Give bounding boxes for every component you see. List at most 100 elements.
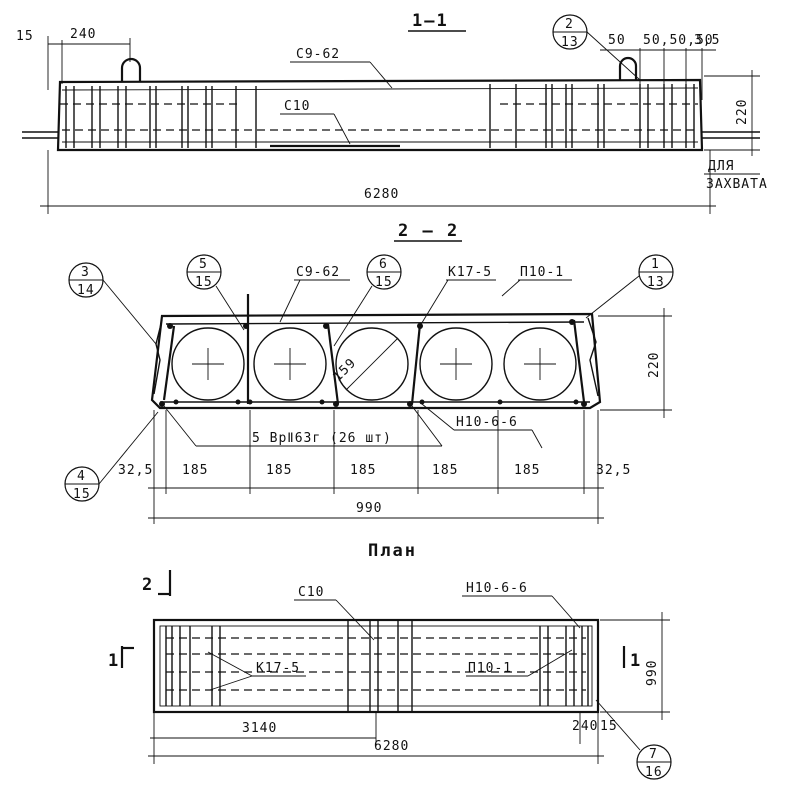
dim-15-top: 15 bbox=[16, 29, 34, 44]
void-5 bbox=[503, 327, 577, 401]
svg-text:5: 5 bbox=[199, 257, 208, 272]
void-3 bbox=[335, 327, 409, 401]
dim-185-2: 185 bbox=[266, 463, 292, 478]
rebar-dots bbox=[159, 319, 587, 407]
side-key-left bbox=[153, 319, 163, 395]
dim-185-4: 185 bbox=[432, 463, 458, 478]
section-2-2-title: 2 – 2 bbox=[398, 221, 459, 241]
svg-text:3: 3 bbox=[81, 265, 90, 280]
section-mark-2: 2 bbox=[142, 575, 154, 595]
dim-185-1: 185 bbox=[182, 463, 208, 478]
callout-bottom: 13 bbox=[561, 35, 579, 50]
leader bbox=[551, 595, 581, 629]
plan-frames-right bbox=[539, 626, 589, 706]
label-p10-1-section: П10-1 bbox=[520, 265, 564, 280]
dim-ext-lines bbox=[153, 410, 599, 524]
leader bbox=[531, 429, 543, 449]
callout-6-15: 6 15 bbox=[333, 254, 402, 347]
leader bbox=[527, 649, 573, 677]
frames-left bbox=[65, 86, 257, 148]
plan-inner bbox=[159, 625, 593, 707]
callout-5-15: 5 15 bbox=[186, 254, 245, 331]
label-rebar-spec: 5 ВрⅡ63г (26 шт) bbox=[252, 431, 392, 446]
dim-32-5-left: 32,5 bbox=[118, 463, 153, 478]
label-zahvata: ЗАХВАТА bbox=[706, 177, 768, 192]
label-c10: С10 bbox=[284, 99, 310, 114]
svg-text:16: 16 bbox=[645, 765, 663, 780]
dim-32-5-right: 32,5 bbox=[596, 463, 631, 478]
void-4 bbox=[419, 327, 493, 401]
callout-top: 2 bbox=[565, 17, 574, 32]
leader bbox=[209, 675, 253, 691]
callout-3-14: 3 14 bbox=[68, 262, 157, 345]
plan-c10-mesh bbox=[347, 620, 413, 712]
label-k17-5-plan: К17-5 bbox=[256, 661, 300, 676]
frames-right bbox=[489, 84, 695, 148]
dim-3-5: 3,5 bbox=[694, 33, 720, 48]
leader bbox=[279, 279, 301, 323]
top-mesh bbox=[165, 321, 585, 325]
dim-220-section: 220 bbox=[647, 352, 662, 378]
dim-240-plan: 240 bbox=[572, 719, 598, 734]
label-c9-62-section: С9-62 bbox=[296, 265, 340, 280]
dim-50-50-50: 50,50,50 bbox=[643, 33, 714, 48]
callout-1-13: 1 13 bbox=[585, 254, 674, 319]
lifting-loop-right bbox=[618, 56, 638, 80]
callout-4-15: 4 15 bbox=[64, 411, 159, 502]
dim-3140: 3140 bbox=[242, 721, 277, 736]
svg-text:1: 1 bbox=[651, 257, 660, 272]
dim-6280-top: 6280 bbox=[364, 187, 399, 202]
label-n10-6-6-section: Н10-6-6 bbox=[456, 415, 518, 430]
leader bbox=[207, 651, 253, 677]
top-mesh-bar bbox=[61, 87, 699, 91]
label-k17-5-section: К17-5 bbox=[448, 265, 492, 280]
svg-text:15: 15 bbox=[73, 487, 91, 502]
plan-strands bbox=[166, 637, 586, 691]
dim-990-section: 990 bbox=[356, 501, 382, 516]
void-1 bbox=[171, 327, 245, 401]
callout-7-16: 7 16 bbox=[595, 699, 672, 780]
svg-text:13: 13 bbox=[647, 275, 665, 290]
dim-990-plan: 990 bbox=[645, 660, 660, 686]
plan-title: План bbox=[368, 541, 417, 561]
section-2-2: 2 – 2 159 bbox=[64, 221, 674, 524]
leader bbox=[333, 113, 351, 145]
section-mark-1-left: 1 bbox=[108, 651, 120, 671]
label-n10-6-6-plan: Н10-6-6 bbox=[466, 581, 528, 596]
slab-elevation-outline bbox=[56, 78, 704, 152]
label-p10-1-plan: П10-1 bbox=[468, 661, 512, 676]
dim-240-top: 240 bbox=[70, 27, 96, 42]
side-key-right bbox=[587, 317, 599, 397]
dim-185-3: 185 bbox=[350, 463, 376, 478]
leader bbox=[501, 279, 521, 297]
slab-cross-section-outline bbox=[150, 312, 602, 410]
dim-6280-plan: 6280 bbox=[374, 739, 409, 754]
leader bbox=[586, 31, 641, 81]
leader bbox=[335, 599, 375, 641]
lifting-loop-left bbox=[120, 57, 142, 82]
svg-text:15: 15 bbox=[195, 275, 213, 290]
svg-text:15: 15 bbox=[375, 275, 393, 290]
section-1-1-title: 1–1 bbox=[412, 11, 449, 31]
leader bbox=[369, 61, 393, 89]
dim-185-5: 185 bbox=[514, 463, 540, 478]
dim-50: 50 bbox=[608, 33, 626, 48]
leader bbox=[163, 405, 197, 447]
leader bbox=[421, 403, 455, 431]
plan-frames-left bbox=[165, 626, 221, 706]
leader bbox=[419, 279, 449, 327]
voids bbox=[171, 327, 577, 401]
label-dlya: ДЛЯ bbox=[708, 159, 734, 174]
svg-text:7: 7 bbox=[649, 747, 658, 762]
label-c10-plan: С10 bbox=[298, 585, 324, 600]
plan-view: План 2 1 1 bbox=[108, 541, 672, 780]
leader bbox=[411, 405, 443, 447]
section-1-1: 1–1 bbox=[16, 11, 768, 214]
label-c9-62: С9-62 bbox=[296, 47, 340, 62]
svg-text:6: 6 bbox=[379, 257, 388, 272]
void-2 bbox=[253, 327, 327, 401]
svg-text:4: 4 bbox=[77, 469, 86, 484]
section-mark-1-right: 1 bbox=[630, 651, 642, 671]
